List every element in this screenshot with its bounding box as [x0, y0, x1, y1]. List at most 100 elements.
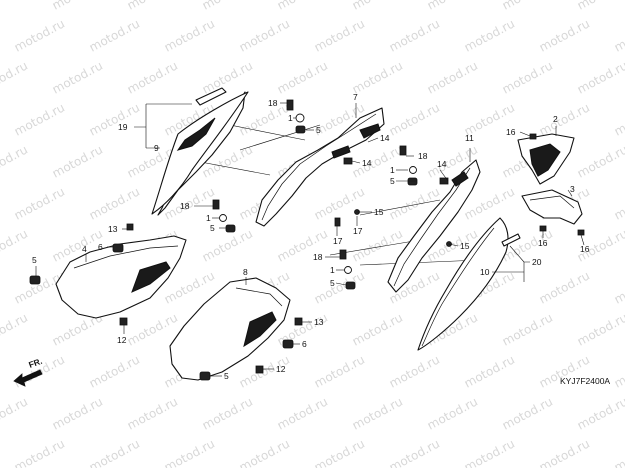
watermark-text: motod.ru	[612, 16, 625, 54]
part-10-cover	[417, 217, 509, 351]
part-4-shade	[131, 261, 171, 293]
watermark-text: motod.ru	[387, 436, 442, 468]
callout-12: 12	[117, 335, 127, 345]
part-11-edge	[393, 167, 471, 287]
callout-15: 15	[460, 241, 470, 251]
callout-13: 13	[108, 224, 118, 234]
watermark-text: motod.ru	[0, 142, 30, 180]
callout-14: 14	[380, 133, 390, 143]
watermark-text: motod.ru	[500, 310, 555, 348]
watermark-text: motod.ru	[350, 310, 405, 348]
watermark-text: motod.ru	[50, 58, 105, 96]
watermark-text: motod.ru	[537, 16, 592, 54]
callout-5: 5	[224, 371, 229, 381]
watermark-text: motod.ru	[350, 0, 405, 13]
watermark-text: motod.ru	[312, 184, 367, 222]
watermark-text: motod.ru	[350, 142, 405, 180]
watermark-text: motod.ru	[612, 436, 625, 468]
callout-9: 9	[154, 143, 159, 153]
watermark-text: motod.ru	[350, 394, 405, 432]
front-direction-arrow: FR.	[13, 356, 44, 387]
callout-11: 11	[465, 133, 474, 143]
watermark-text: motod.ru	[425, 0, 480, 13]
watermark-text: motod.ru	[12, 436, 67, 468]
watermark-text: motod.ru	[200, 394, 255, 432]
watermark-text: motod.ru	[312, 352, 367, 390]
watermark-text: motod.ru	[12, 184, 67, 222]
watermark-text: motod.ru	[0, 394, 30, 432]
watermark-text: motod.ru	[87, 16, 142, 54]
callout-7: 7	[353, 92, 358, 102]
watermark-text: motod.ru	[425, 394, 480, 432]
watermark-text: motod.ru	[500, 58, 555, 96]
callout-18: 18	[268, 98, 278, 108]
watermark-text: motod.ru	[125, 394, 180, 432]
watermark-text: motod.ru	[237, 436, 292, 468]
watermark-text: motod.ru	[575, 142, 625, 180]
watermark-text: motod.ru	[275, 394, 330, 432]
watermark-text: motod.ru	[387, 16, 442, 54]
watermark-text: motod.ru	[500, 394, 555, 432]
watermark-text: motod.ru	[312, 436, 367, 468]
part-3-edge	[529, 195, 575, 209]
callout-6: 6	[302, 339, 307, 349]
part-4-edge	[73, 245, 179, 269]
callout-18: 18	[418, 151, 428, 161]
callout-17: 17	[333, 236, 343, 246]
watermark-text: motod.ru	[12, 100, 67, 138]
callout-5: 5	[210, 223, 215, 233]
watermark-text: motod.ru	[87, 184, 142, 222]
watermark-text: motod.ru	[0, 58, 30, 96]
watermark-text: motod.ru	[500, 0, 555, 13]
watermark-text: motod.ru	[237, 100, 292, 138]
part-11-bracket	[387, 159, 481, 293]
watermark-text: motod.ru	[350, 58, 405, 96]
watermark-text: motod.ru	[312, 268, 367, 306]
leader-lines	[35, 102, 585, 377]
callout-13: 13	[314, 317, 324, 327]
watermark-text: motod.ru	[425, 58, 480, 96]
part-8-edge	[235, 287, 283, 307]
callout-5: 5	[316, 125, 321, 135]
watermark-text: motod.ru	[612, 184, 625, 222]
watermark-text: motod.ru	[50, 394, 105, 432]
callout-14: 14	[437, 159, 447, 169]
watermark-text: motod.ru	[462, 436, 517, 468]
watermark-text: motod.ru	[125, 0, 180, 13]
part-10-edge	[421, 227, 495, 347]
part-7-edge	[261, 113, 377, 221]
part-9-body	[151, 91, 249, 215]
watermark-text: motod.ru	[612, 100, 625, 138]
watermark-text: motod.ru	[237, 16, 292, 54]
watermark-text: motod.ru	[575, 58, 625, 96]
front-direction-label: FR.	[27, 356, 43, 370]
callout-10: 10	[480, 267, 490, 277]
watermark-text: motod.ru	[162, 436, 217, 468]
callout-20: 20	[532, 257, 542, 267]
callout-16: 16	[506, 127, 516, 137]
part-7-bracket	[255, 107, 385, 227]
watermark-text: motod.ru	[537, 268, 592, 306]
watermark-text: motod.ru	[200, 0, 255, 13]
watermark-text: motod.ru	[537, 436, 592, 468]
watermark-text: motod.ru	[575, 0, 625, 13]
watermark-text: motod.ru	[462, 16, 517, 54]
part-11-tab	[451, 171, 469, 187]
callout-18: 18	[180, 201, 190, 211]
watermark-text: motod.ru	[0, 226, 30, 264]
watermark-text: motod.ru	[275, 0, 330, 13]
part-8-panel	[169, 277, 291, 381]
watermark-text: motod.ru	[162, 16, 217, 54]
part-2-shade	[529, 143, 561, 177]
callout-labels: 19 9 18 1 5 7 14 14 18 1 5 11 14 16 2 3 …	[32, 92, 590, 381]
watermark-text: motod.ru	[575, 310, 625, 348]
callout-16: 16	[580, 244, 590, 254]
watermark-text: motod.ru	[87, 352, 142, 390]
callout-8: 8	[243, 267, 248, 277]
callout-14: 14	[362, 158, 372, 168]
part-4-panel	[55, 235, 187, 319]
callout-1: 1	[206, 213, 211, 223]
watermark-text: motod.ru	[200, 58, 255, 96]
